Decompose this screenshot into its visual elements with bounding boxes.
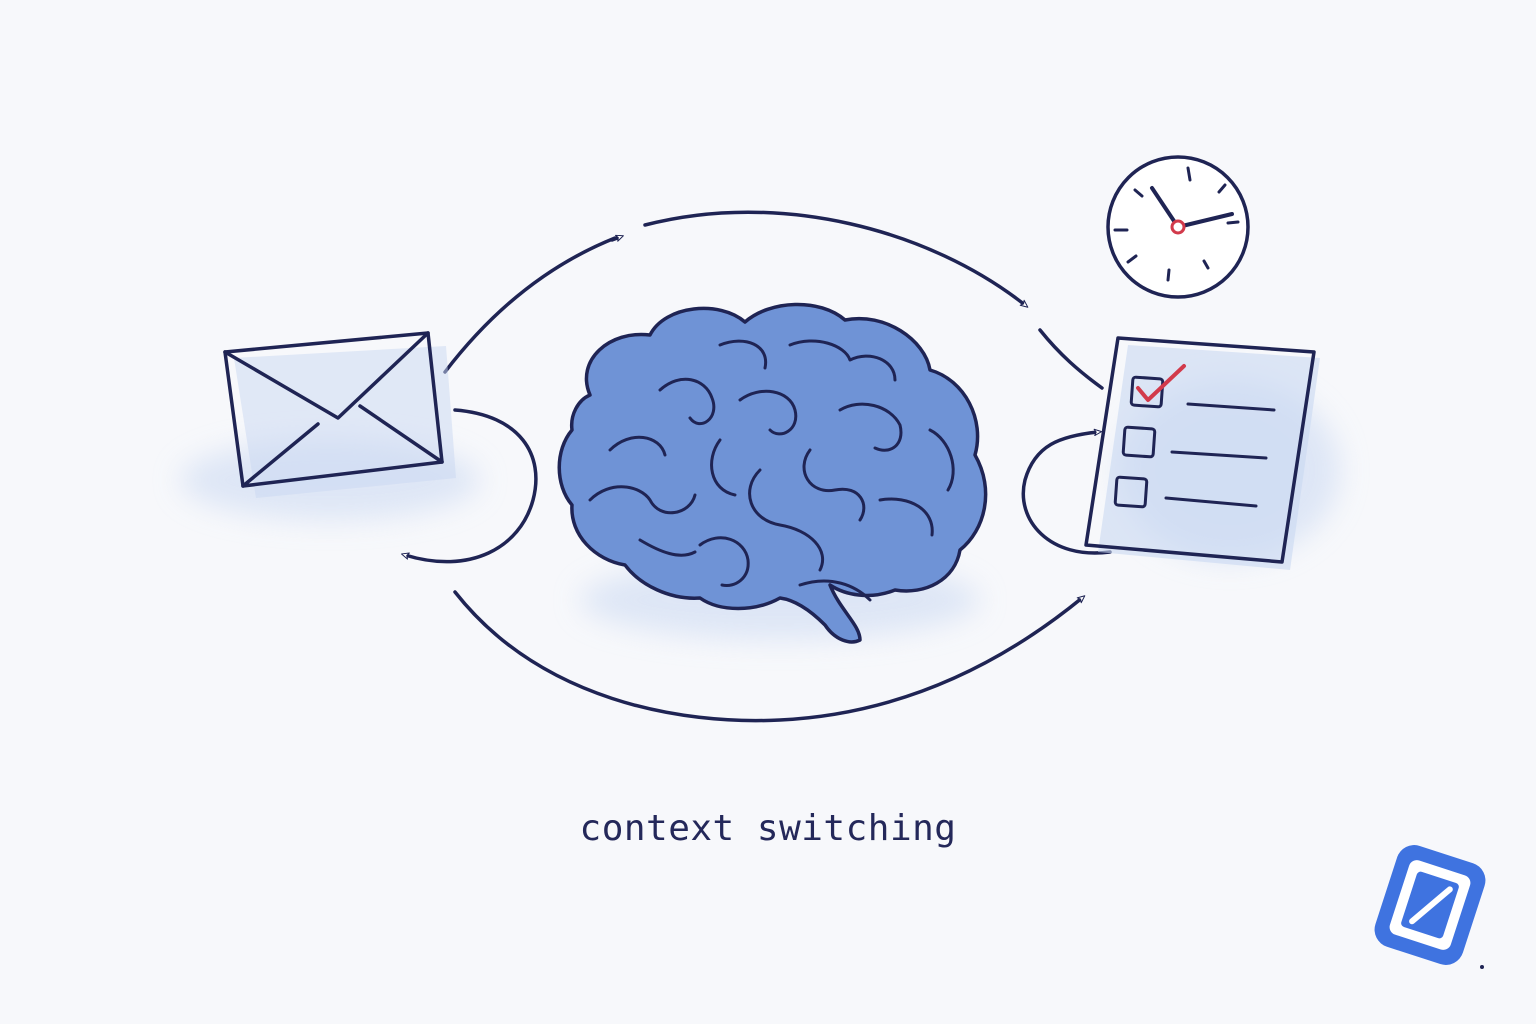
arrow-loop-envelope	[401, 408, 538, 564]
checklist-icon	[1084, 336, 1320, 570]
arrow-envelope-to-tasks	[443, 236, 617, 374]
arrow-loop-tasks	[1021, 428, 1112, 555]
envelope-icon	[223, 331, 456, 498]
diagram-caption: context switching	[579, 808, 957, 849]
clock-icon	[1106, 155, 1250, 299]
app-logo-icon	[1374, 845, 1486, 965]
brain-icon	[557, 302, 988, 644]
arrow-bottom-to-tasks	[453, 590, 1086, 723]
